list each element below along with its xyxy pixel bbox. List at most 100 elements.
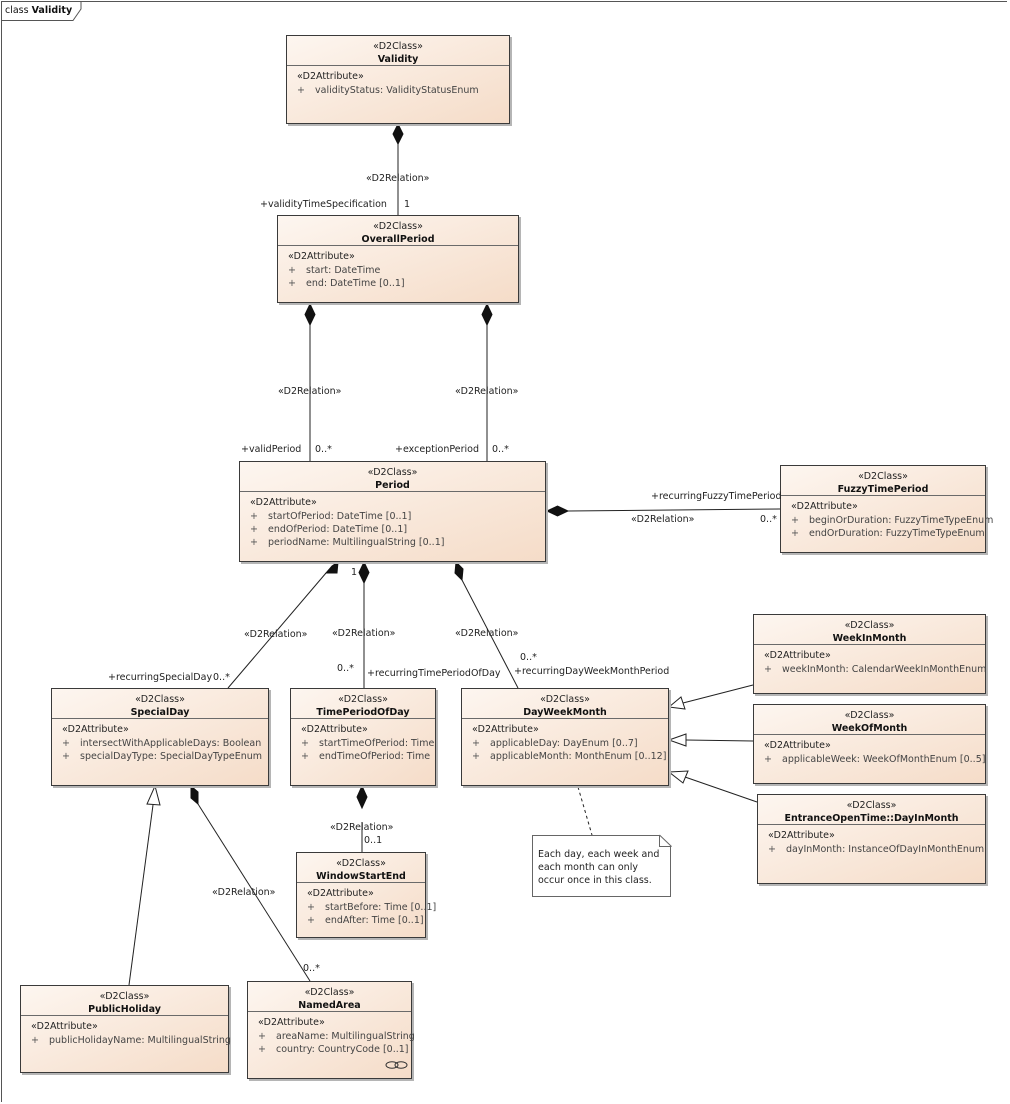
class-week-in-month[interactable]: «D2Class» WeekInMonth «D2Attribute» +week… <box>753 614 986 694</box>
attribute-stereotype: «D2Attribute» <box>258 1017 325 1028</box>
class-attribute: +start: DateTime <box>288 265 381 276</box>
attribute-stereotype: «D2Attribute» <box>31 1021 98 1032</box>
class-public-holiday[interactable]: «D2Class»PublicHoliday «D2Attribute» +pu… <box>20 985 231 1073</box>
class-stereotype: «D2Class» <box>338 694 388 705</box>
relation-stereotype: «D2Relation» <box>278 386 342 397</box>
class-attribute: +end: DateTime [0..1] <box>288 278 405 289</box>
class-overall-period[interactable]: «D2Class» OverallPeriod «D2Attribute» +st… <box>277 215 519 303</box>
relation-line-period-fuzzy <box>567 508 781 512</box>
relation-stereotype: «D2Relation» <box>212 887 276 898</box>
note-fold <box>659 834 672 847</box>
attribute-stereotype: «D2Attribute» <box>297 71 364 82</box>
link-chain-icon <box>385 1061 408 1069</box>
relation-stereotype: «D2Relation» <box>631 514 695 525</box>
class-attribute: +intersectWithApplicableDays: Boolean <box>62 738 262 749</box>
class-attribute: +areaName: MultilingualString <box>258 1031 415 1042</box>
relation-stereotype: «D2Relation» <box>332 628 396 639</box>
relation-stereotype: «D2Relation» <box>455 386 519 397</box>
class-attribute: +country: CountryCode [0..1] <box>258 1044 409 1055</box>
class-name: SpecialDay <box>130 707 190 718</box>
frame-tab-shape <box>1 1 82 21</box>
composition-diamond <box>481 302 493 327</box>
class-attribute: +applicableWeek: WeekOfMonthEnum [0..5] <box>764 754 986 765</box>
class-attribute: +applicableDay: DayEnum [0..7] <box>472 738 638 749</box>
attribute-stereotype: «D2Attribute» <box>288 251 355 262</box>
class-stereotype: «D2Class» <box>846 800 897 811</box>
relation-stereotype: «D2Relation» <box>366 173 430 184</box>
class-stereotype: «D2Class» <box>135 694 185 705</box>
class-special-day[interactable]: «D2Class»SpecialDay «D2Attribute» +inter… <box>51 688 269 786</box>
relation-line-special-named <box>197 803 311 982</box>
class-name: WeekInMonth <box>832 633 907 644</box>
class-period[interactable]: «D2Class»Period «D2Attribute» +startOfPe… <box>239 461 546 562</box>
class-name: OverallPeriod <box>361 234 435 245</box>
frame-kind: class <box>5 4 29 16</box>
class-attribute: +applicableMonth: MonthEnum [0..12] <box>472 751 667 762</box>
relation-multiplicity: 1 <box>404 199 411 210</box>
class-time-period-of-day[interactable]: «D2Class» TimePeriodOfDay «D2Attribute» +… <box>290 688 436 786</box>
generalization-line-dwm-weekin <box>682 684 754 704</box>
relation-role: +exceptionPeriod <box>395 444 480 455</box>
class-attribute: +startBefore: Time [0..1] <box>307 902 437 913</box>
relation-multiplicity: 0..* <box>520 652 537 663</box>
class-stereotype: «D2Class» <box>304 987 355 998</box>
class-attribute: +endOrDuration: FuzzyTimeTypeEnum <box>791 528 985 539</box>
class-stereotype: «D2Class» <box>373 41 423 52</box>
class-attribute: +startOfPeriod: DateTime [0..1] <box>250 511 412 522</box>
class-attribute: +endTimeOfPeriod: Time <box>301 751 431 762</box>
class-attribute: +endOfPeriod: DateTime [0..1] <box>250 524 408 535</box>
relation-multiplicity: 0..* <box>492 444 509 455</box>
attribute-stereotype: «D2Attribute» <box>764 650 831 661</box>
generalization-arrowhead <box>667 770 689 784</box>
attribute-stereotype: «D2Attribute» <box>472 724 539 735</box>
generalization-arrowhead <box>667 696 686 710</box>
class-attribute: +specialDayType: SpecialDayTypeEnum <box>62 751 263 762</box>
class-fuzzy-time-period[interactable]: «D2Class»FuzzyTimePeriod «D2Attribute» +… <box>780 465 994 553</box>
generalization-line-public-special <box>128 804 154 986</box>
class-name: Period <box>375 480 410 491</box>
attribute-stereotype: «D2Attribute» <box>768 830 835 841</box>
composition-diamond <box>324 561 339 574</box>
composition-diamond <box>454 560 464 582</box>
class-name: FuzzyTimePeriod <box>837 484 929 495</box>
composition-diamond <box>358 560 370 585</box>
relation-multiplicity: 0..* <box>760 514 777 525</box>
attribute-stereotype: «D2Attribute» <box>764 740 831 751</box>
class-attribute: +weekInMonth: CalendarWeekInMonthEnum <box>764 664 987 675</box>
class-stereotype: «D2Class» <box>99 991 150 1002</box>
composition-diamond <box>304 302 316 327</box>
class-window-start-end[interactable]: «D2Class»WindowStartEnd «D2Attribute» +s… <box>296 852 437 938</box>
relation-multiplicity: 0..1 <box>364 835 383 846</box>
attribute-stereotype: «D2Attribute» <box>307 888 374 899</box>
class-name: PublicHoliday <box>88 1004 161 1015</box>
class-name: DayWeekMonth <box>523 707 607 718</box>
relation-line-period-dwm <box>461 579 519 689</box>
diagram-frame-tab[interactable]: class Validity <box>1 1 83 19</box>
class-attribute: +validityStatus: ValidityStatusEnum <box>297 85 479 96</box>
class-validity[interactable]: «D2Class»Validity «D2Attribute» +validit… <box>286 35 510 124</box>
class-name: WeekOfMonth <box>831 723 908 734</box>
attribute-stereotype: «D2Attribute» <box>301 724 368 735</box>
class-stereotype: «D2Class» <box>844 620 895 631</box>
class-attribute: +beginOrDuration: FuzzyTimeTypeEnum <box>791 515 994 526</box>
class-attribute: +periodName: MultilingualString [0..1] <box>250 537 445 548</box>
class-day-week-month[interactable]: «D2Class»DayWeekMonth «D2Attribute» +app… <box>461 688 669 786</box>
class-stereotype: «D2Class» <box>858 471 908 482</box>
class-stereotype: «D2Class» <box>844 710 895 721</box>
relation-multiplicity: 0..* <box>337 663 354 674</box>
note[interactable]: Each day, each week and each month can o… <box>532 835 671 897</box>
class-stereotype: «D2Class» <box>336 858 386 869</box>
attribute-stereotype: «D2Attribute» <box>250 497 317 508</box>
frame-name: Validity <box>31 4 73 16</box>
class-week-of-month[interactable]: «D2Class» WeekOfMonth «D2Attribute» +appl… <box>753 704 986 784</box>
class-stereotype: «D2Class» <box>373 221 423 232</box>
relation-multiplicity: 0..* <box>213 672 230 683</box>
class-day-in-month[interactable]: «D2Class»EntranceOpenTime::DayInMonth «D… <box>757 794 986 884</box>
class-name: TimePeriodOfDay <box>316 707 410 718</box>
relation-role: +recurringFuzzyTimePeriod <box>651 491 782 502</box>
composition-diamond <box>392 122 404 146</box>
class-named-area[interactable]: «D2Class» NamedArea «D2Attribute» +areaNa… <box>247 981 415 1079</box>
generalization-line-dwm-dayin <box>684 776 758 803</box>
class-name: NamedArea <box>298 1000 361 1011</box>
